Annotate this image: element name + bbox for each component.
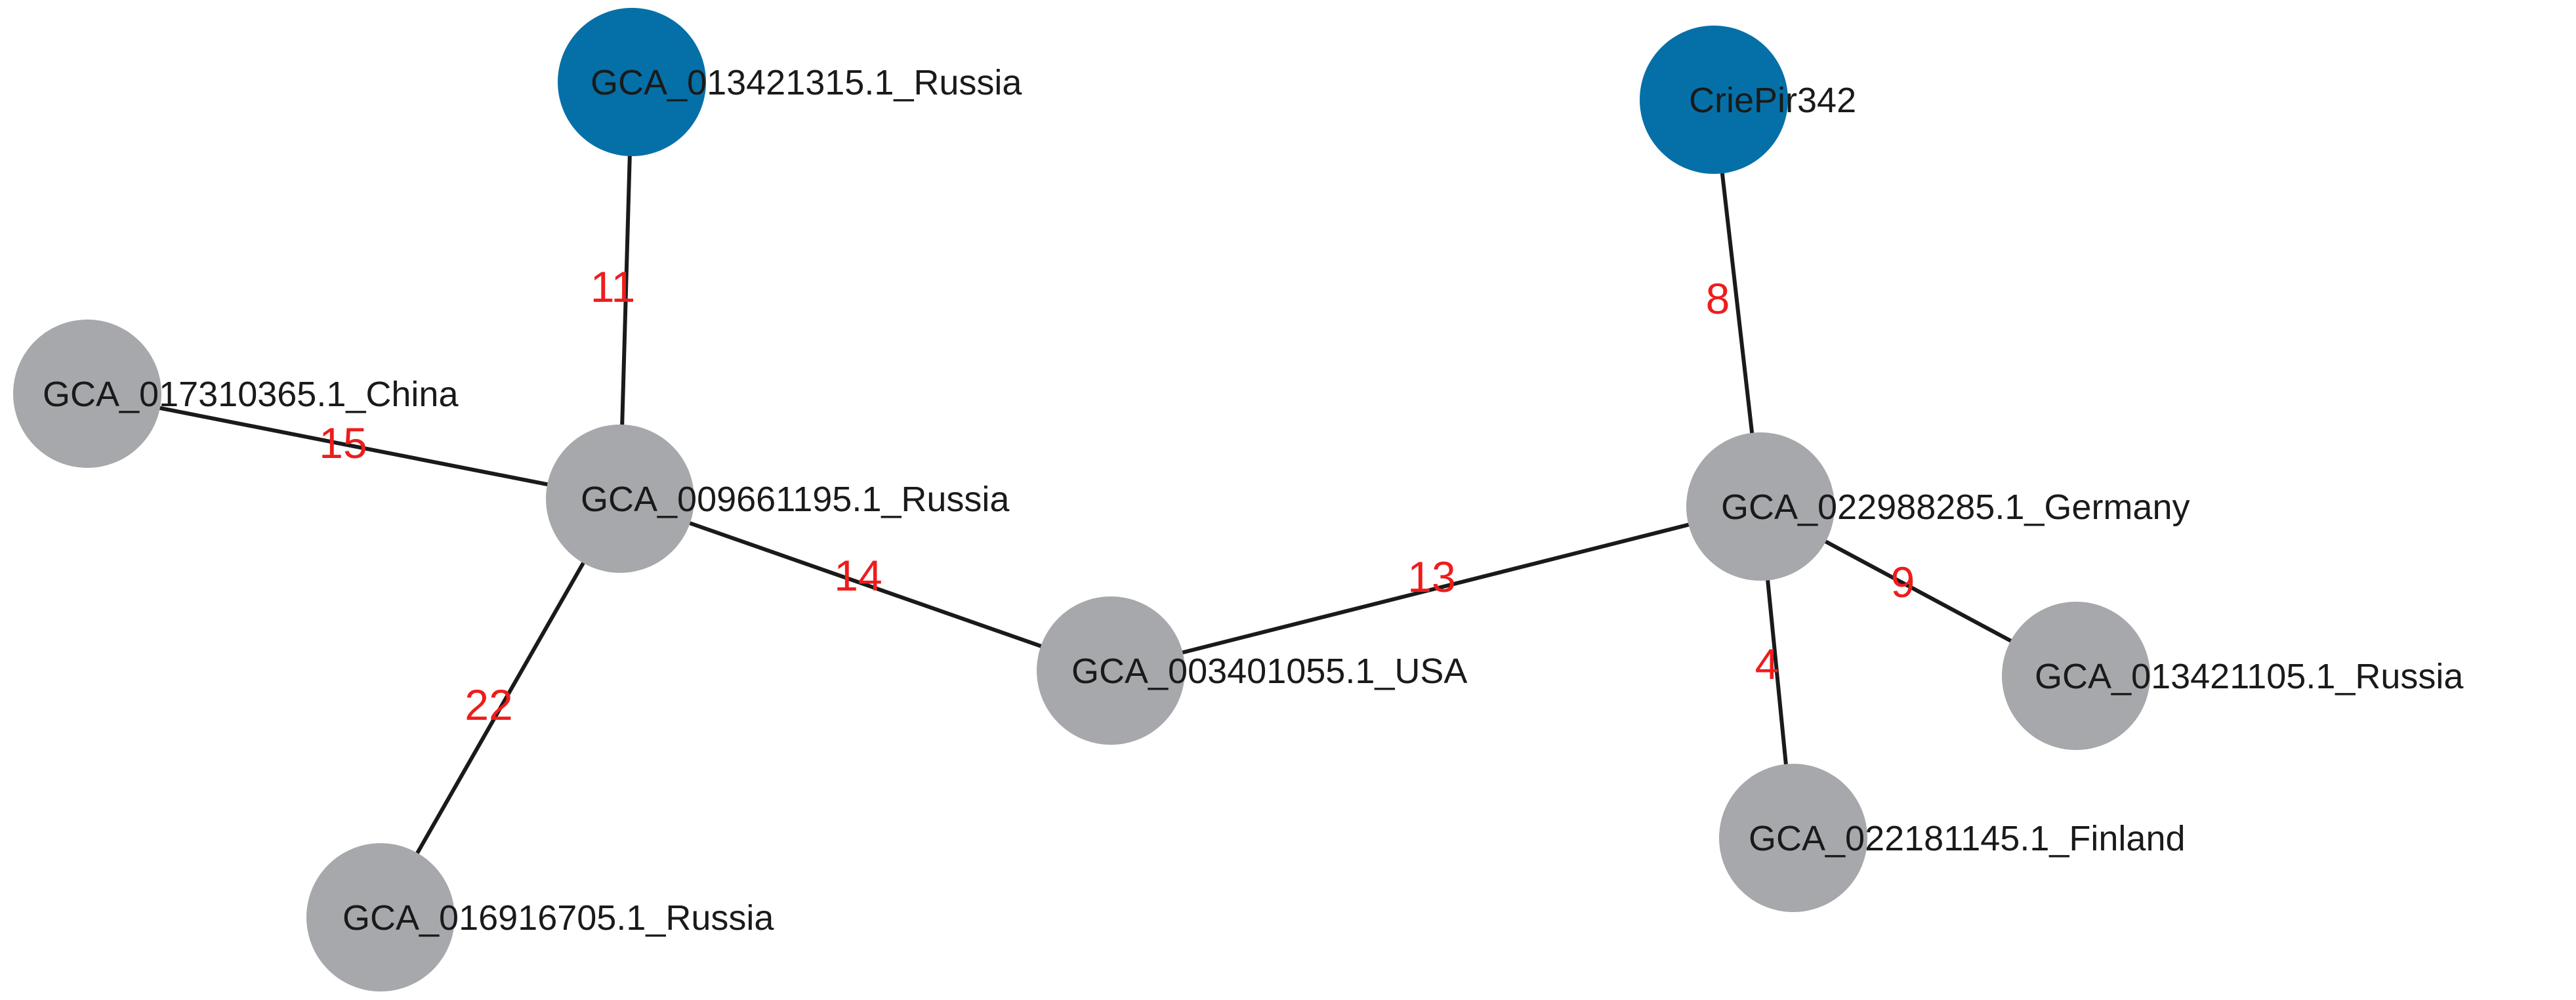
- node-label-n_crie: CriePir342: [1689, 81, 1856, 120]
- node-label-n_de: GCA_022988285.1_Germany: [1721, 488, 2190, 527]
- node-label-n_cn: GCA_017310365.1_China: [43, 375, 459, 414]
- node-circle-n_ru6705: [306, 843, 455, 991]
- node-label-n_ru1315: GCA_013421315.1_Russia: [591, 63, 1022, 102]
- node-label-n_ru1195: GCA_009661195.1_Russia: [581, 480, 1010, 519]
- node-circle-n_ru1195: [546, 425, 694, 573]
- edge-weight-label: 15: [319, 419, 367, 467]
- edge-n_cn-n_ru1195: [87, 392, 621, 501]
- edge-n_ru1195-n_ru6705: [379, 497, 622, 919]
- edge-weight-label: 14: [834, 551, 882, 600]
- node-circle-n_cn: [13, 320, 161, 468]
- node-circle-n_ru1105: [2002, 602, 2150, 750]
- edge-weight-label: 9: [1891, 558, 1915, 606]
- node-label-n_fi: GCA_022181145.1_Finland: [1749, 819, 2186, 858]
- edge-weight-label: 13: [1407, 552, 1455, 601]
- nodes-layer: [13, 8, 2150, 991]
- node-label-n_ru1105: GCA_013421105.1_Russia: [2035, 657, 2464, 696]
- node-circle-n_usa: [1037, 596, 1185, 745]
- labels-layer: GCA_013421315.1_Russia CriePir342GCA_0173…: [43, 63, 2464, 938]
- node-circle-n_ru1315: [558, 8, 706, 156]
- node-circle-n_de: [1686, 432, 1835, 581]
- node-circle-n_crie: [1640, 26, 1788, 174]
- node-label-n_ru6705: GCA_016916705.1_Russia: [343, 898, 774, 938]
- edge-weight-label: 4: [1755, 640, 1779, 688]
- edge-weight-label: 8: [1706, 274, 1730, 323]
- node-circle-n_fi: [1719, 764, 1867, 912]
- node-label-n_usa: GCA_003401055.1_USA: [1071, 652, 1467, 691]
- edge-weight-label: 22: [465, 680, 512, 729]
- edge-n_usa-n_de: [1110, 505, 1761, 673]
- edge-weight-label: 11: [591, 262, 636, 311]
- edge-n_ru1195-n_usa: [619, 497, 1111, 673]
